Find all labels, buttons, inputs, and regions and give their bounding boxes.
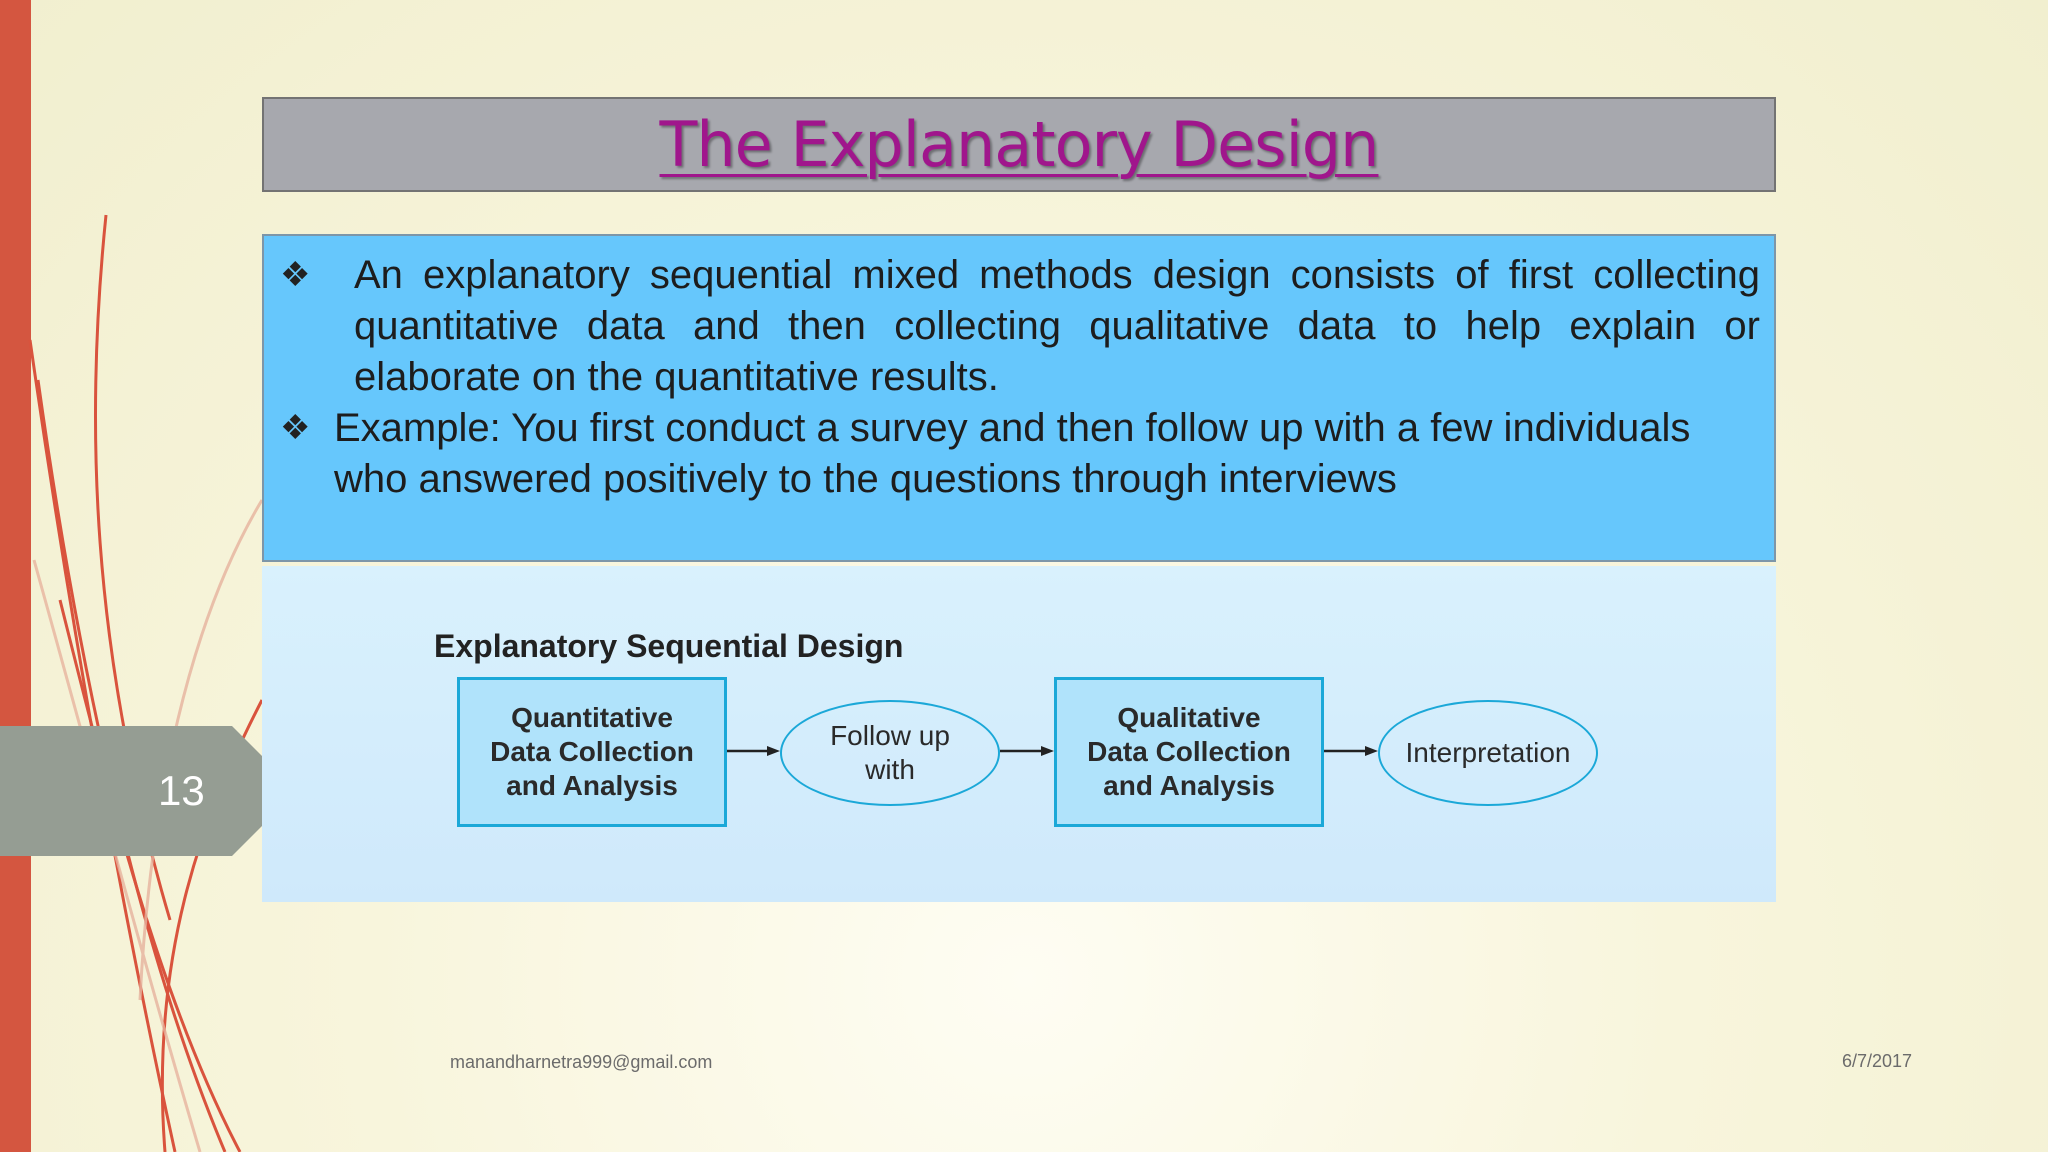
bullet-item: ❖ An explanatory sequential mixed method… <box>280 250 1760 403</box>
four-diamond-bullet-icon: ❖ <box>280 409 311 447</box>
footer-email: manandharnetra999@gmail.com <box>450 1052 713 1072</box>
bullet-text: Example: You first conduct a survey and … <box>334 406 1691 501</box>
bullet-item: ❖ Example: You first conduct a survey an… <box>280 403 1760 505</box>
arrow-qual-to-interpretation <box>1324 746 1378 756</box>
interpretation-oval: Interpretation <box>1378 700 1598 806</box>
bullet-text: An explanatory sequential mixed methods … <box>354 253 1760 399</box>
arrow-quant-to-follow-up <box>727 746 780 756</box>
title-banner: The Explanatory Design <box>262 97 1776 192</box>
slide-number-tag <box>0 726 264 856</box>
qualitative-data-collection-box: Qualitative Data Collection and Analysis <box>1054 677 1324 827</box>
footer-date: 6/7/2017 <box>1842 1051 1913 1071</box>
left-accent-bar <box>0 0 31 1152</box>
slide-title: The Explanatory Design <box>659 108 1380 181</box>
four-diamond-bullet-icon: ❖ <box>280 256 311 294</box>
arrow-follow-up-to-qual <box>1000 746 1054 756</box>
bullet-text-box: ❖ An explanatory sequential mixed method… <box>262 234 1776 562</box>
follow-up-with-oval: Follow up with <box>780 700 1000 806</box>
quantitative-data-collection-box: Quantitative Data Collection and Analysi… <box>457 677 727 827</box>
diagram-title: Explanatory Sequential Design <box>434 628 904 664</box>
slide-number: 13 <box>158 767 205 814</box>
decorative-swoosh-lines <box>28 214 264 1152</box>
